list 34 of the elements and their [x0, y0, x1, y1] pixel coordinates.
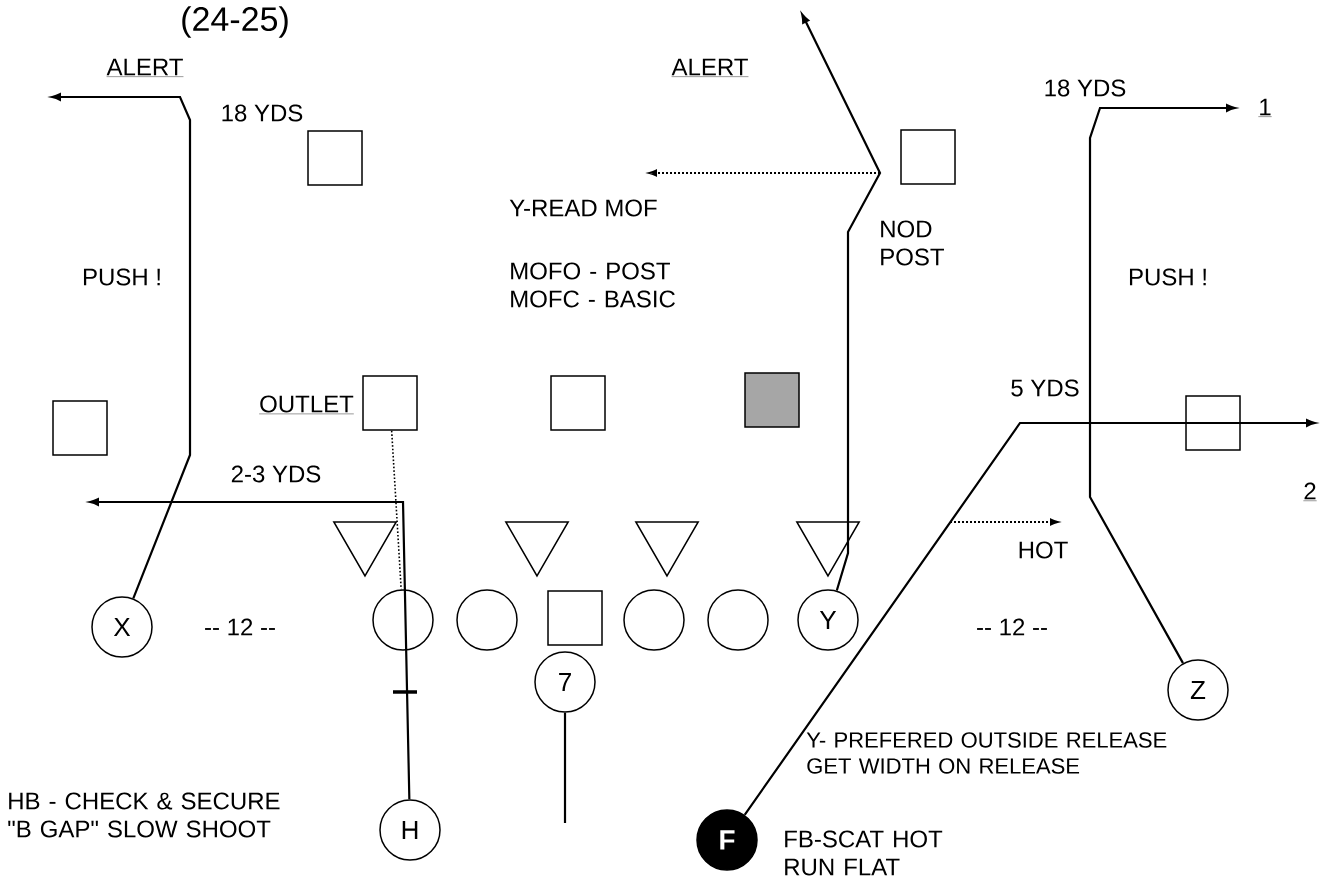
square-symbol	[550, 375, 606, 431]
square-symbol	[52, 400, 108, 456]
player-note: FB-SCAT HOT RUN FLAT	[785, 830, 943, 876]
circle-symbol	[623, 589, 685, 651]
player-note: OUTLET	[258, 395, 354, 415]
split-label: -- 12 --	[205, 618, 275, 636]
route-arrow	[801, 13, 882, 591]
option-number: 1	[1258, 98, 1272, 117]
square-symbol	[362, 375, 418, 431]
route-label: PUSH !	[1130, 268, 1206, 286]
shaded-square	[744, 372, 800, 428]
split-label: -- 12 --	[977, 618, 1047, 636]
distance-label: 18 YDS	[1045, 79, 1126, 97]
play-title: (24-25)	[182, 6, 288, 38]
square-symbol	[307, 130, 363, 186]
square-symbol	[1185, 395, 1241, 451]
route-label: HOT	[1019, 541, 1068, 559]
circle-symbol	[372, 589, 434, 651]
coaching-note: Y- PREFERED OUTSIDE RELEASE GET WIDTH ON RELEASE	[806, 732, 1167, 774]
route-label: PUSH !	[83, 268, 160, 286]
circle-symbol	[707, 589, 769, 651]
square-symbol	[900, 129, 956, 185]
route-label: ALERT	[671, 58, 749, 77]
route-label: ALERT	[106, 58, 184, 77]
route-label: NOD POST	[881, 220, 944, 266]
distance-label: 5 YDS	[1011, 379, 1079, 397]
read-note: MOFO - POST MOFC - BASIC	[511, 262, 675, 308]
square-symbol	[547, 590, 603, 646]
circle-symbol	[456, 589, 518, 651]
distance-label: 18 YDS	[222, 104, 303, 122]
distance-label: 2-3 YDS	[231, 465, 321, 483]
read-note: Y-READ MOF	[509, 199, 657, 217]
coaching-note: HB - CHECK & SECURE "B GAP" SLOW SHOOT	[8, 792, 280, 838]
option-number: 2	[1303, 482, 1317, 501]
